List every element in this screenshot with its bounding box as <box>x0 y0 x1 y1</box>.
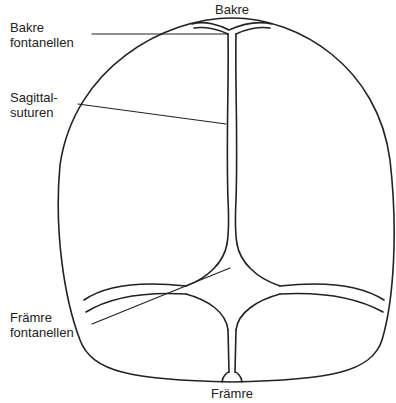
leader-line <box>92 268 230 324</box>
sagittal-suture <box>227 34 229 244</box>
direction-label: Främre <box>211 386 253 401</box>
part-label: Bakre fontanellen <box>10 20 90 50</box>
lambdoid-suture <box>194 27 270 34</box>
frontal-suture <box>228 330 236 372</box>
coronal-suture <box>280 284 384 312</box>
part-label: Sagittal- suturen <box>10 90 74 120</box>
sagittal-suture <box>235 34 237 244</box>
glabella <box>222 372 242 382</box>
leader-line <box>92 33 228 34</box>
leader-line <box>78 104 226 124</box>
coronal-suture <box>84 284 186 312</box>
direction-label: Bakre <box>215 2 249 17</box>
anterior-fontanelle <box>186 244 280 330</box>
skull-outline <box>58 18 394 382</box>
part-label: Främre fontanellen <box>10 310 90 340</box>
lambdoid-suture <box>192 23 272 30</box>
